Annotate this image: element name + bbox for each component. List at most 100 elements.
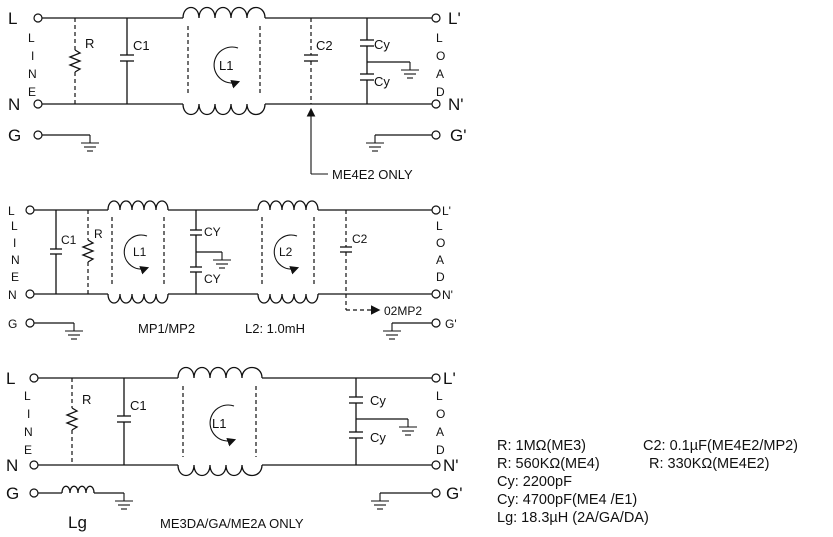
terminal-g-in [33, 130, 43, 140]
diagram-3: L N G L' N' G' L I N E L O A D L1 R [6, 366, 462, 532]
l1-top-winding [107, 200, 169, 211]
note-me4e2-only: ME4E2 ONLY [332, 167, 413, 182]
note-r-me4: R: 560KΩ(ME4) [497, 456, 600, 472]
label-g-in: G [8, 126, 21, 145]
label-n-in: N [6, 456, 18, 475]
line-char: E [11, 270, 19, 284]
terminal-l-in [29, 373, 39, 383]
note-lg-value: Lg: 18.3µH (2A/GA/DA) [497, 510, 649, 526]
l1-bottom-winding [182, 103, 266, 116]
diagram-1: L N G L' N' G' L I N E L O A D L1 R [8, 6, 466, 182]
resistor-r [65, 407, 79, 431]
line-char: L [24, 389, 31, 403]
label-n-out: N' [448, 95, 464, 114]
label-c1: C1 [130, 398, 147, 413]
note-c2-value: C2: 0.1µF(ME4E2/MP2) [643, 438, 799, 454]
line-char: I [27, 407, 30, 421]
diagram-2: L N G L' N' G' L I N E L O A D L1 L2 [8, 200, 457, 340]
line-char: N [11, 253, 20, 267]
flux-arrow [213, 46, 241, 89]
note-me3da-ga-me2a-only: ME3DA/GA/ME2A ONLY [160, 516, 304, 531]
l1-top-winding [177, 366, 263, 379]
inductor-lg [61, 485, 95, 494]
terminal-l-in [25, 205, 35, 215]
label-c2: C2 [316, 38, 333, 53]
line-char: E [28, 85, 36, 99]
line-char: N [28, 67, 37, 81]
label-r: R [94, 227, 103, 241]
l1-bottom-winding [177, 464, 263, 477]
line-char: E [24, 443, 32, 457]
terminal-n-out [431, 99, 441, 109]
load-char: A [436, 425, 444, 439]
label-l-out: L' [448, 9, 461, 28]
label-c1: C1 [133, 38, 150, 53]
terminal-l-out [431, 13, 441, 23]
l2-bottom-winding [257, 293, 319, 304]
load-char: A [436, 253, 444, 267]
terminal-n-in [33, 99, 43, 109]
label-02mp2: 02MP2 [384, 304, 422, 318]
label-l-out: L' [443, 369, 456, 388]
label-cy-top: CY [204, 225, 221, 239]
terminal-n-out [431, 460, 441, 470]
resistor-r [81, 239, 95, 263]
terminal-g-in [25, 318, 35, 328]
label-g-in: G [8, 317, 17, 331]
l1-top-winding [182, 6, 266, 19]
terminal-n-in [29, 460, 39, 470]
note-cy-2200: Cy: 2200pF [497, 474, 572, 490]
terminal-g-in [29, 488, 39, 498]
load-char: O [436, 407, 445, 421]
load-char: D [436, 85, 445, 99]
label-g-out: G' [450, 126, 466, 145]
terminal-l-out [431, 373, 441, 383]
terminal-g-out [431, 318, 441, 328]
label-c1: C1 [61, 233, 77, 247]
label-model-mp1-mp2: MP1/MP2 [138, 321, 195, 336]
label-g-in: G [6, 484, 19, 503]
load-char: A [436, 67, 444, 81]
label-g-out: G' [445, 317, 457, 331]
label-lg: Lg [68, 513, 87, 532]
label-n-in: N [8, 288, 17, 302]
line-char: I [31, 49, 34, 63]
label-cy-bottom: CY [204, 272, 221, 286]
load-char: L [436, 31, 443, 45]
component-values-notes: R: 1MΩ(ME3) C2: 0.1µF(ME4E2/MP2) R: 560K… [497, 437, 833, 527]
terminal-n-out [431, 289, 441, 299]
l2-top-winding [257, 200, 319, 211]
terminal-n-in [25, 289, 35, 299]
terminal-g-out [431, 488, 441, 498]
note-cy-4700: Cy: 4700pF(ME4 /E1) [497, 492, 638, 508]
resistor-r [68, 49, 82, 73]
label-cy-bottom: Cy [374, 74, 390, 89]
note-r-me4e2: R: 330KΩ(ME4E2) [649, 456, 770, 472]
line-char: L [11, 219, 18, 233]
label-l-out: L' [442, 204, 451, 218]
label-g-out: G' [446, 484, 462, 503]
label-c2: C2 [352, 232, 368, 246]
load-char: D [436, 270, 445, 284]
label-l-in: L [8, 9, 17, 28]
note-row: R: 560KΩ(ME4) R: 330KΩ(ME4E2) [497, 455, 833, 473]
load-char: L [436, 219, 443, 233]
line-char: L [28, 31, 35, 45]
label-l-in: L [6, 369, 15, 388]
label-n-out: N' [443, 456, 459, 475]
label-r: R [82, 392, 91, 407]
label-n-in: N [8, 95, 20, 114]
l1-bottom-winding [107, 293, 169, 304]
note-r-me3: R: 1MΩ(ME3) [497, 438, 586, 454]
label-l1: L1 [133, 245, 147, 259]
load-char: O [436, 236, 445, 250]
line-char: I [13, 236, 16, 250]
note-row: R: 1MΩ(ME3) C2: 0.1µF(ME4E2/MP2) [497, 437, 833, 455]
label-n-out: N' [442, 288, 453, 302]
label-l1: L1 [219, 58, 233, 73]
label-cy-top: Cy [370, 393, 386, 408]
label-l1: L1 [212, 416, 226, 431]
label-r: R [85, 36, 94, 51]
line-char: N [24, 425, 33, 439]
